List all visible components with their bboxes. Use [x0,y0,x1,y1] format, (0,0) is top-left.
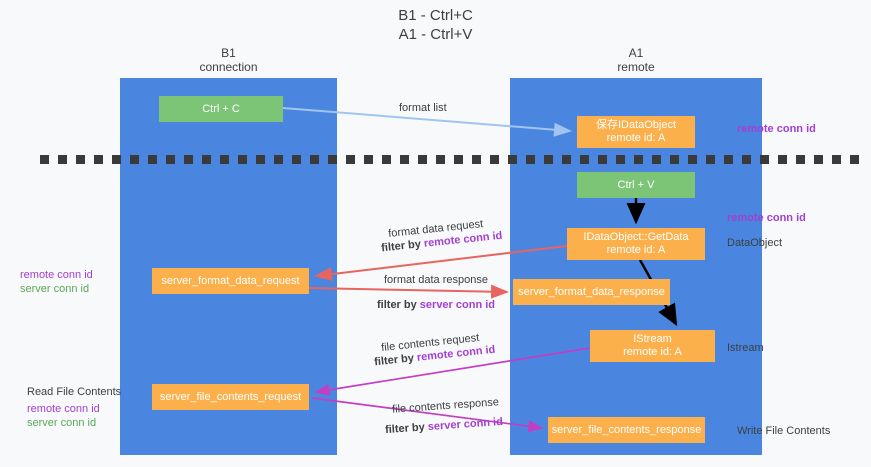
divider-dash [220,155,229,164]
divider-dash [256,155,265,164]
divider-dash [724,155,733,164]
divider-dash [706,155,715,164]
divider-dash [94,155,103,164]
divider-dash [562,155,571,164]
annotation-dataobject: DataObject [727,237,783,249]
divider-dash [778,155,787,164]
divider-dash [292,155,301,164]
node-server-file-contents-response[interactable]: server_file_contents_response [548,417,705,443]
diagram-title: B1 - Ctrl+C A1 - Ctrl+V [398,7,473,43]
annotation-server-conn-id: server conn id [20,283,90,295]
divider-dash [616,155,625,164]
divider-dash [796,155,805,164]
node-idataobject-getdata[interactable]: IDataObject::GetData remote id: A [567,228,705,260]
annotation-remote-conn-id: remote conn id [27,403,100,415]
divider-dash [238,155,247,164]
divider-dash [688,155,697,164]
divider-dash [436,155,445,164]
column-header-b1-name: B1 [221,46,236,60]
divider-dash [508,155,517,164]
divider-dash [850,155,859,164]
divider-dash [166,155,175,164]
annotation-istream: Istream [727,342,764,354]
column-header-a1-name: A1 [628,46,644,60]
phase-divider [0,155,871,164]
edge-label-format-list: format list [399,102,447,114]
divider-dash [598,155,607,164]
divider-dash [400,155,409,164]
annotation-left-conn-ids-bottom: remote conn id server conn id [27,402,100,430]
divider-dash [382,155,391,164]
edge-label-file-contents-response: file contents response [391,396,500,416]
annotation-read-file-contents: Read File Contents [27,386,122,398]
filter-value-server-conn-id: server conn id [427,415,504,434]
divider-dash [472,155,481,164]
filter-prefix: filter by [373,351,418,369]
divider-dash [148,155,157,164]
divider-dash [832,155,841,164]
edge-label-file-contents-response-filter: filter by server conn id [385,415,504,437]
divider-dash [202,155,211,164]
divider-dash [346,155,355,164]
divider-dash [814,155,823,164]
divider-dash [544,155,553,164]
divider-dash [112,155,121,164]
node-ctrl-c[interactable]: Ctrl + C [159,96,283,122]
divider-dash [418,155,427,164]
node-istream[interactable]: IStream remote id: A [590,330,715,362]
edge-label-format-data-response-filter: filter by server conn id [377,298,495,312]
divider-dash [310,155,319,164]
column-header-b1-role: connection [199,60,258,74]
node-server-format-data-response[interactable]: server_format_data_response [513,279,670,305]
divider-dash [328,155,337,164]
divider-dash [760,155,769,164]
divider-dash [526,155,535,164]
annotation-remote-conn-id-mid: remote conn id [727,212,806,224]
edge-format-data-response [308,284,509,299]
node-server-file-contents-request[interactable]: server_file_contents_request [152,384,309,410]
annotation-remote-conn-id-top: remote conn id [737,123,816,135]
annotation-write-file-contents: Write File Contents [737,425,831,437]
column-header-a1: A1 remote [510,46,762,74]
divider-dash [670,155,679,164]
divider-dash [184,155,193,164]
filter-prefix: filter by [380,237,425,255]
divider-dash [742,155,751,164]
filter-value-server-conn-id: server conn id [419,299,495,311]
divider-dash [634,155,643,164]
filter-prefix: filter by [377,299,420,311]
divider-dash [76,155,85,164]
divider-dash [454,155,463,164]
annotation-remote-conn-id: remote conn id [20,269,93,281]
column-header-b1: B1 connection [120,46,337,74]
divider-dash [274,155,283,164]
divider-dash [490,155,499,164]
edge-label-format-data-response: format data response [384,274,488,286]
node-ctrl-v[interactable]: Ctrl + V [577,172,695,198]
annotation-server-conn-id: server conn id [27,417,97,429]
divider-dash [130,155,139,164]
divider-dash [580,155,589,164]
annotation-left-conn-ids-top: remote conn id server conn id [20,268,93,296]
divider-dash [40,155,49,164]
node-server-format-data-request[interactable]: server_format_data_request [152,268,309,294]
node-save-idataobject[interactable]: 保存IDataObject remote id: A [577,116,695,148]
filter-prefix: filter by [384,421,429,437]
divider-dash [364,155,373,164]
divider-dash [652,155,661,164]
column-header-a1-role: remote [617,60,655,74]
divider-dash [58,155,67,164]
